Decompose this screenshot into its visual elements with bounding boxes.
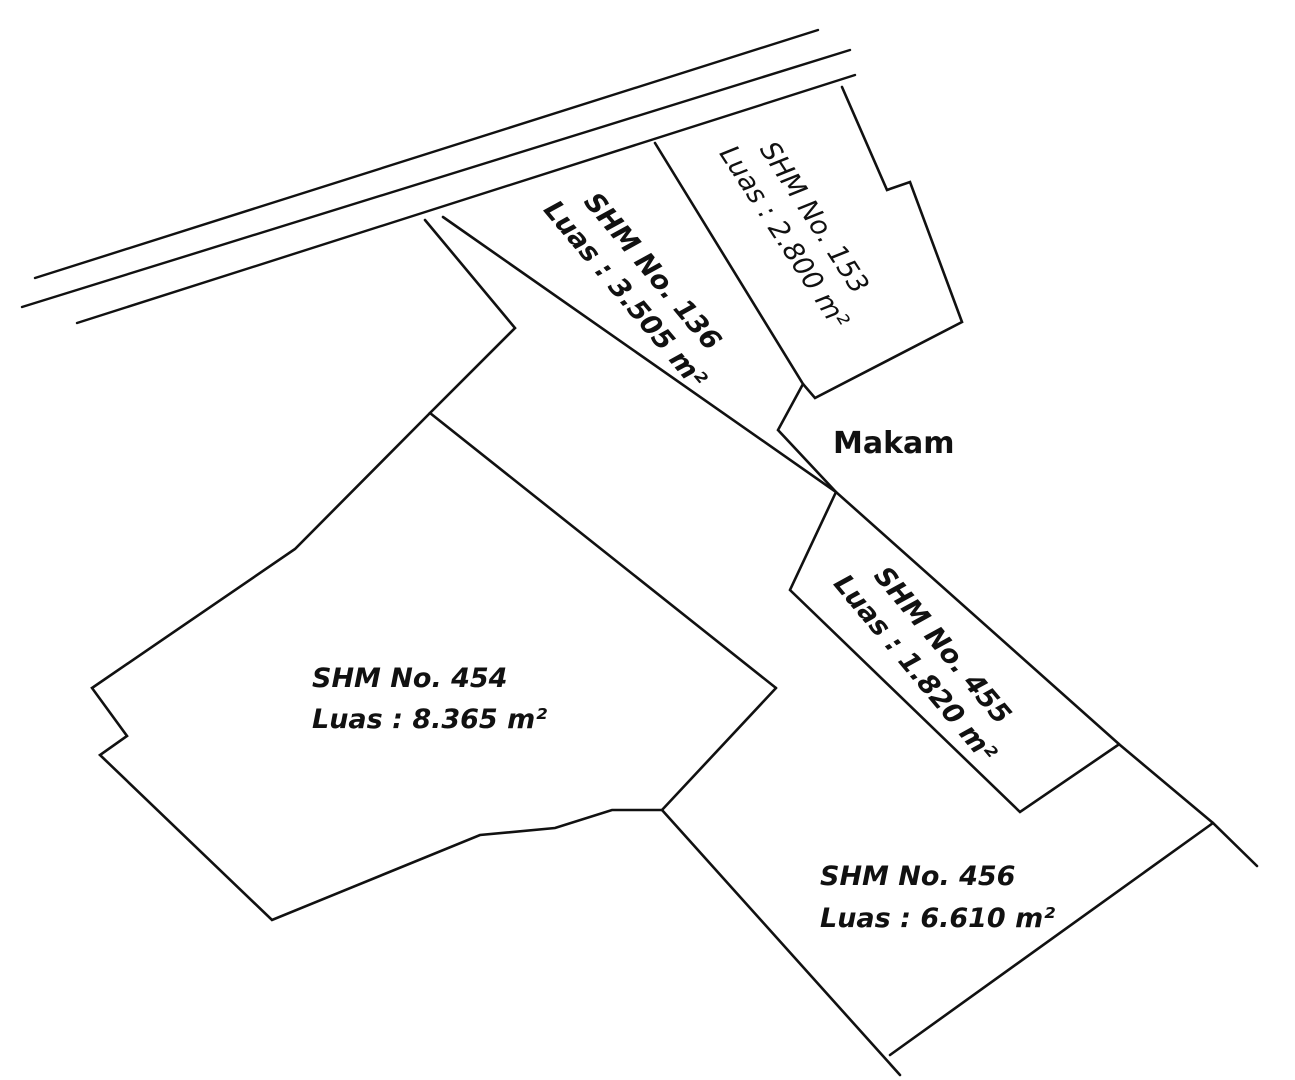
parcel-136-boundary	[776, 382, 838, 494]
parcel-454-boundary	[90, 411, 778, 922]
parcel-456-area: Luas : 6.610 m²	[820, 903, 1055, 934]
main-diagonal-boundary	[441, 215, 1259, 868]
road-line-2	[20, 48, 852, 309]
landmark-makam-label: Makam	[833, 426, 955, 461]
parcel-label-454: SHM No. 454 Luas : 8.365 m²	[312, 663, 547, 735]
parcel-456-number: SHM No. 456	[820, 861, 1015, 892]
parcel-label-136: SHM No. 136 Luas : 3.505 m²	[537, 187, 727, 395]
parcel-454-number: SHM No. 454	[312, 663, 507, 694]
parcel-label-153: SHM No. 153 Luas : 2.800 m²	[713, 136, 875, 335]
parcel-label-455: SHM No. 455 Luas : 1.820 m²	[827, 561, 1017, 769]
parcel-454-area: Luas : 8.365 m²	[312, 704, 547, 735]
parcel-455-boundary	[788, 490, 1120, 814]
road-line-1	[33, 28, 820, 280]
strip-boundary	[423, 218, 778, 690]
parcel-boundaries	[90, 85, 1259, 1077]
parcel-456-boundary	[660, 808, 902, 1077]
parcel-456-top-boundary	[888, 821, 1215, 1057]
road-line-3	[75, 73, 857, 325]
road	[20, 28, 857, 325]
parcel-label-456: SHM No. 456 Luas : 6.610 m²	[820, 861, 1055, 934]
